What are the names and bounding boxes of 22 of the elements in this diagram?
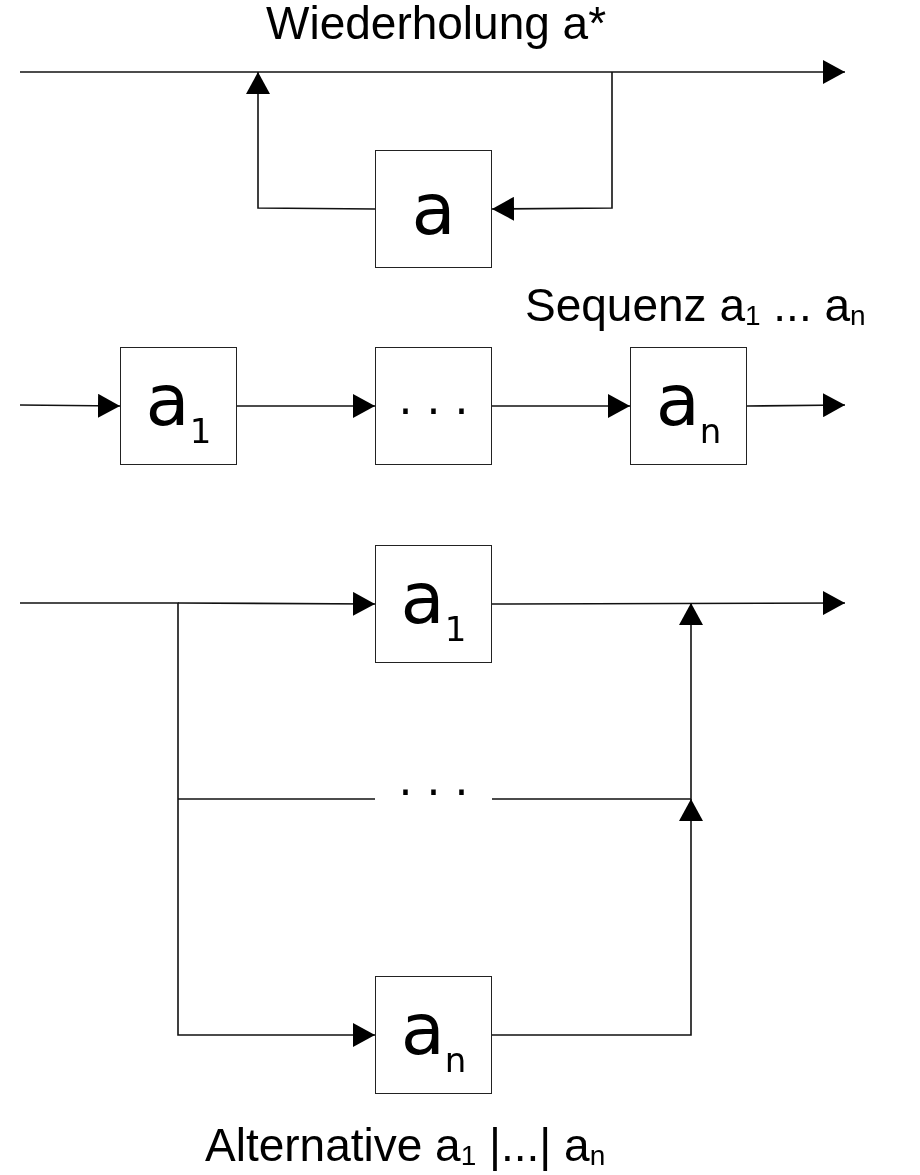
diagram-heading: Sequenz a$_{1}$ ... a$_{n}$ (525, 282, 866, 330)
symbol-box: a$_{n}$ (630, 347, 747, 465)
symbol-box: a$_{1}$ (375, 545, 492, 663)
symbol-box: a$_{1}$ (120, 347, 237, 465)
arrow (491, 394, 631, 418)
arrow (491, 602, 703, 800)
diagram-heading: Alternative a$_{1}$ |...| a$_{n}$ (205, 1122, 606, 1170)
symbol-box: a (375, 150, 492, 268)
flow-line (19, 602, 179, 800)
ellipsis-box: . . . (375, 347, 492, 465)
ellipsis-text: . . . (375, 760, 492, 804)
arrow (177, 798, 376, 1047)
arrow (491, 71, 613, 221)
symbol-box: a$_{n}$ (375, 976, 492, 1094)
arrow (746, 393, 846, 418)
arrow (236, 394, 376, 418)
arrow (491, 591, 846, 616)
arrow (177, 591, 376, 616)
connector-line (177, 798, 376, 800)
arrow (246, 71, 376, 210)
arrow (19, 393, 121, 418)
arrow (491, 798, 703, 1036)
